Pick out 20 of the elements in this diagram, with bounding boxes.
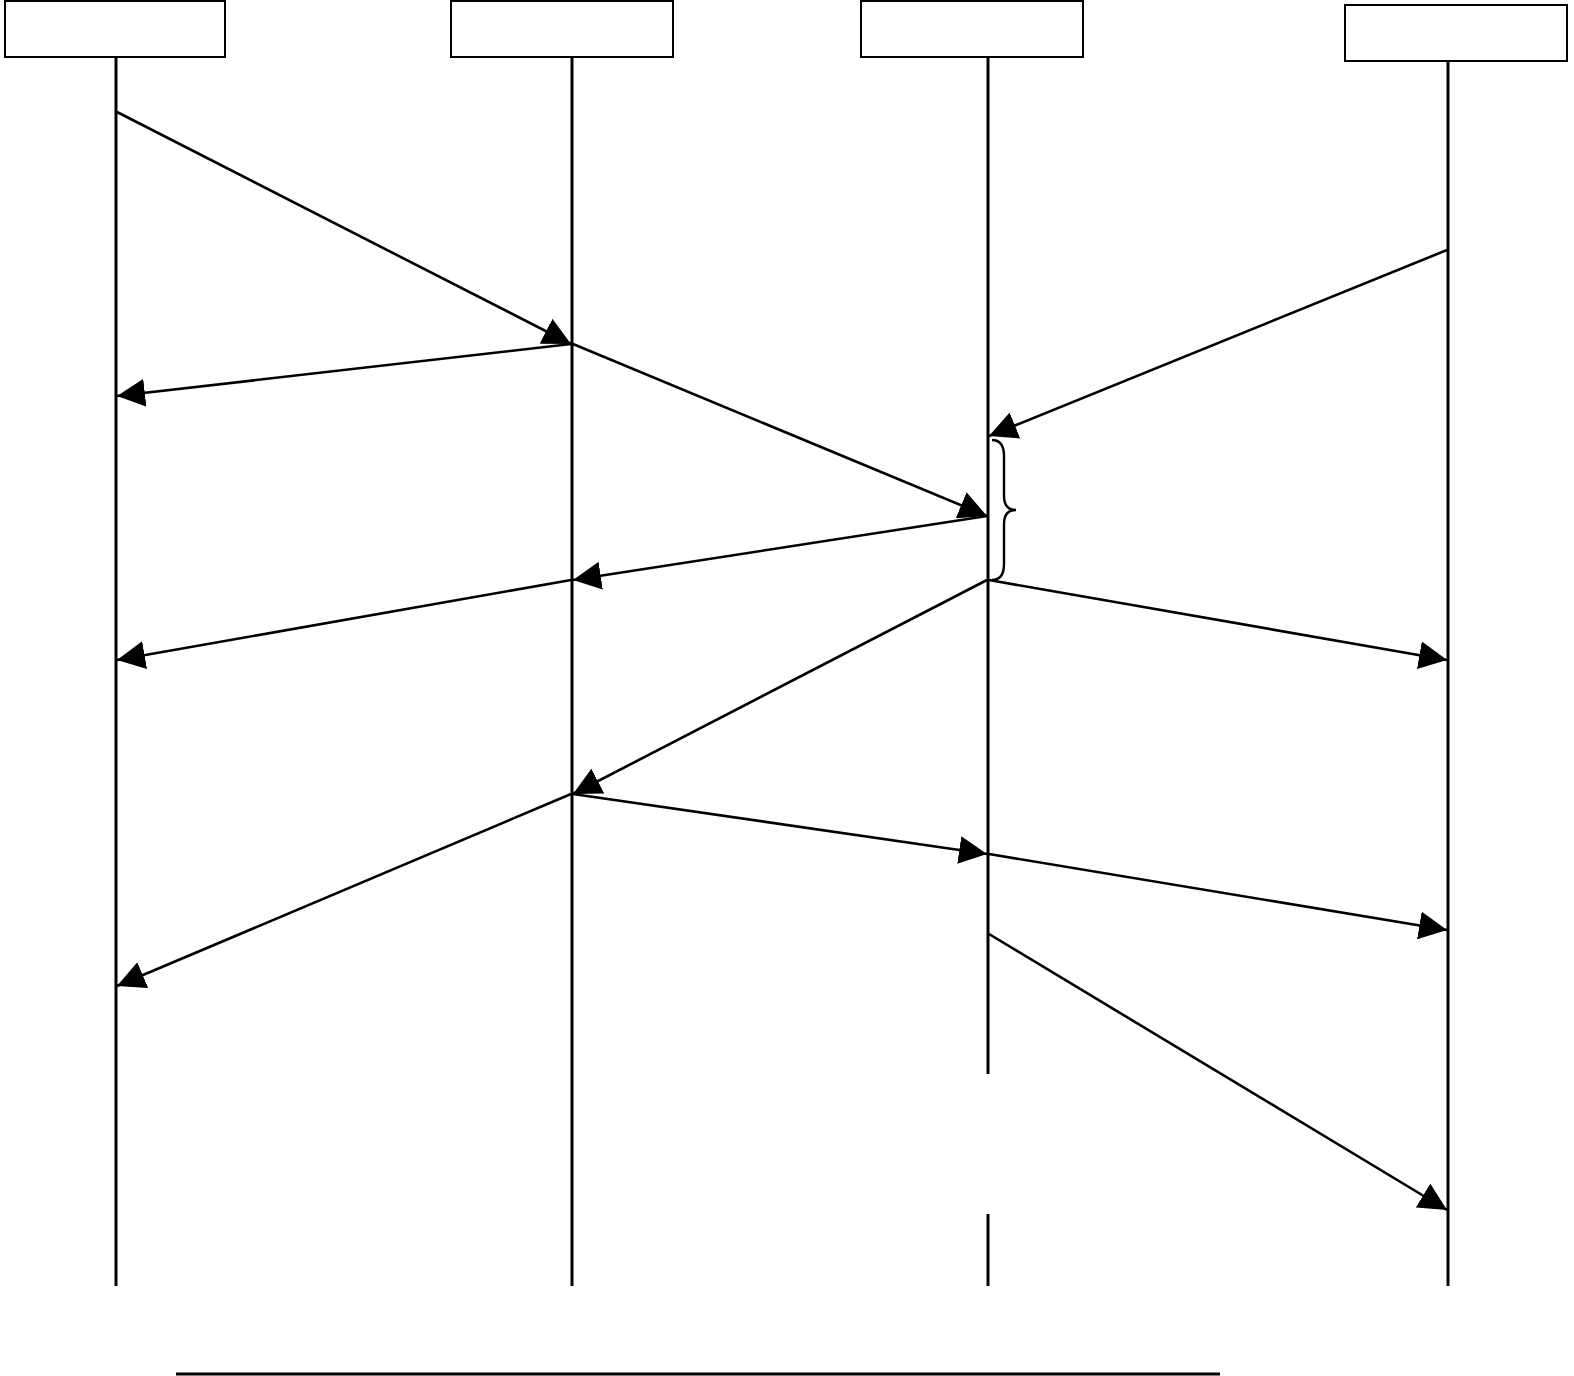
lifeline [1446, 62, 1450, 1286]
participant-box [4, 0, 226, 58]
lifeline [986, 58, 990, 1286]
message-arrow [988, 932, 1448, 1212]
message-arrow [116, 792, 572, 988]
message-arrow [572, 792, 988, 864]
participant-box [860, 0, 1084, 58]
lifeline [114, 58, 118, 1286]
message-arrow [572, 342, 988, 519]
message-arrow [572, 578, 988, 796]
message-arrow [116, 578, 572, 669]
message-arrow [988, 578, 1448, 669]
message-arrow [572, 514, 988, 590]
message-arrow [988, 852, 1448, 940]
participant-box [450, 0, 674, 58]
message-arrow [988, 248, 1448, 439]
lifeline [570, 58, 574, 1286]
message-arrow [116, 342, 572, 407]
message-arrow [116, 110, 572, 346]
participant-box [1344, 4, 1568, 62]
